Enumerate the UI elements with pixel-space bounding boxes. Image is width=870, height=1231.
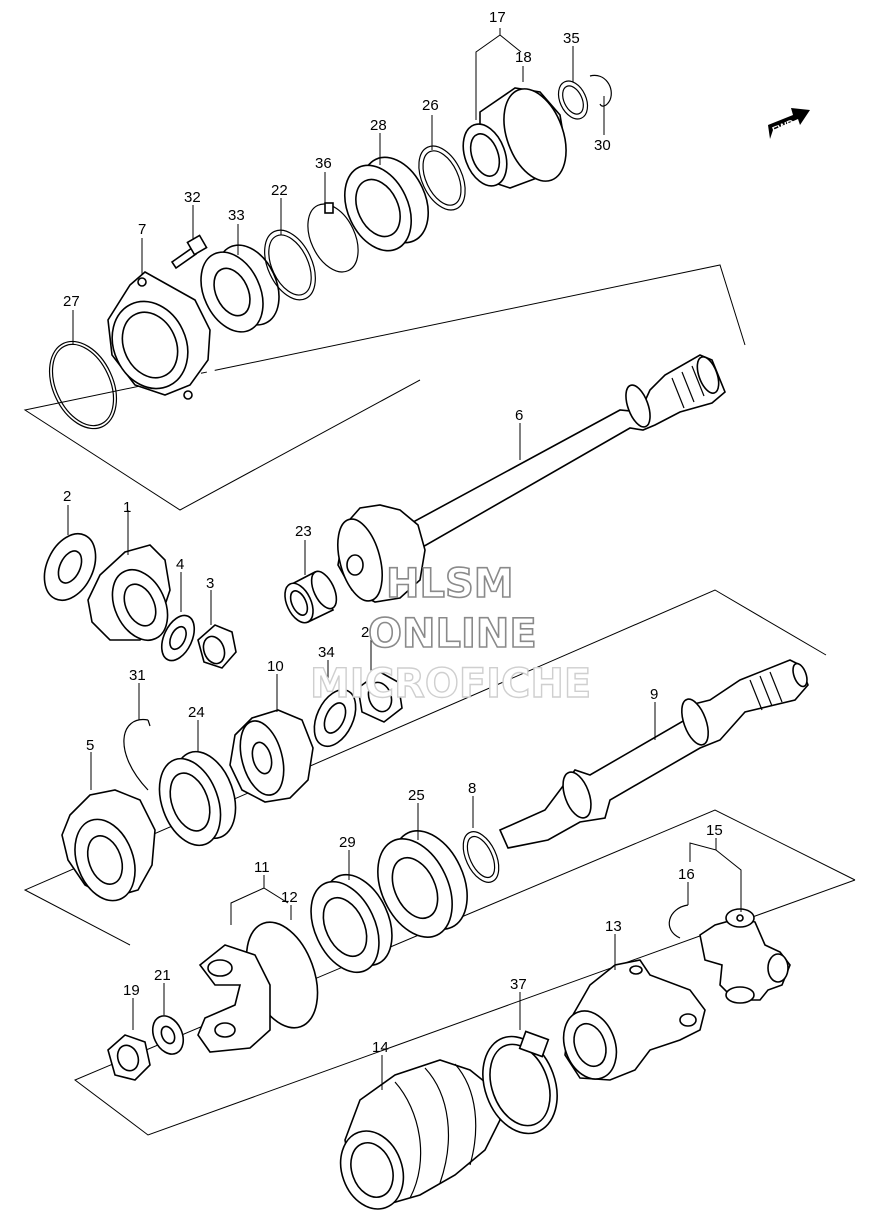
callout-1: 1 xyxy=(123,499,131,516)
part-34-washer xyxy=(313,688,357,748)
part-26-shim xyxy=(418,145,466,211)
callout-2: 2 xyxy=(63,488,71,505)
part-25-bearing xyxy=(377,830,468,938)
panel-middle xyxy=(23,589,827,946)
part-15-cross xyxy=(699,908,791,1004)
callout-17: 17 xyxy=(489,9,506,26)
callout-30: 30 xyxy=(594,137,611,154)
callout-13: 13 xyxy=(605,918,622,935)
part-21-washer xyxy=(151,1015,185,1055)
part-32-bolt xyxy=(170,234,208,270)
callout-9: 9 xyxy=(650,686,658,703)
part-28-bearing xyxy=(344,156,429,252)
part-18-bearing-case xyxy=(462,87,567,189)
watermark-line-1: HLSM xyxy=(386,561,514,607)
part-6-pinion-gear xyxy=(337,504,426,603)
callout-37: 37 xyxy=(510,976,527,993)
callout-26: 26 xyxy=(422,97,439,114)
callout-14: 14 xyxy=(372,1039,389,1056)
callout-35: 35 xyxy=(563,30,580,47)
part-19-nut xyxy=(107,1034,151,1081)
part-5-bevel-gear xyxy=(61,789,156,902)
part-9-shaft xyxy=(498,659,809,849)
part-30-snap-ring xyxy=(589,74,612,107)
callout-16: 16 xyxy=(678,866,695,883)
part-22-shim xyxy=(264,229,316,301)
callout-6: 6 xyxy=(515,407,523,424)
part-27-o-ring xyxy=(48,340,118,430)
leader-lines xyxy=(67,28,742,1090)
callout-22: 22 xyxy=(271,182,288,199)
part-8-shim xyxy=(462,831,500,883)
svg-text:FWD: FWD xyxy=(771,118,796,137)
part-23-bushing xyxy=(284,570,338,624)
fwd-arrow-icon: FWD xyxy=(768,108,810,139)
callout-33: 33 xyxy=(228,207,245,224)
part-6-shaft xyxy=(378,354,726,561)
part-12-yoke xyxy=(197,921,319,1053)
part-4-washer xyxy=(160,614,196,662)
part-20-nut xyxy=(357,671,403,723)
part-3-nut xyxy=(197,624,237,669)
callout-19: 19 xyxy=(123,982,140,999)
callout-31: 31 xyxy=(129,667,146,684)
part-7-bearing-housing xyxy=(107,271,211,400)
callout-25: 25 xyxy=(408,787,425,804)
callout-32: 32 xyxy=(184,189,201,206)
panel-upper xyxy=(23,264,746,511)
callout-11: 11 xyxy=(254,859,270,876)
part-16-clip xyxy=(668,904,689,939)
callout-15: 15 xyxy=(706,822,723,839)
part-31-snap-ring xyxy=(123,719,151,791)
part-10-gear xyxy=(229,709,314,803)
callout-7: 7 xyxy=(138,221,146,238)
callout-23: 23 xyxy=(295,523,312,540)
callout-10: 10 xyxy=(267,658,284,675)
callout-27: 27 xyxy=(63,293,80,310)
callout-20: 20 xyxy=(361,624,378,641)
callout-28: 28 xyxy=(370,117,387,134)
part-14-boot xyxy=(339,1059,501,1210)
watermark: HLSM ONLINE MICROFICHE xyxy=(309,560,592,708)
callout-8: 8 xyxy=(468,780,476,797)
part-13-yoke xyxy=(562,959,706,1081)
callout-4: 4 xyxy=(176,556,184,573)
callout-5: 5 xyxy=(86,737,94,754)
watermark-line-3: MICROFICHE xyxy=(310,661,591,707)
callout-12: 12 xyxy=(281,889,298,906)
part-33-bearing xyxy=(200,244,280,333)
watermark-line-2: ONLINE xyxy=(368,611,537,657)
callout-3: 3 xyxy=(206,575,214,592)
part-29-seal xyxy=(310,873,393,974)
part-37-clamp xyxy=(482,1030,558,1135)
callout-34: 34 xyxy=(318,644,335,661)
callout-18: 18 xyxy=(515,49,532,66)
part-2-washer xyxy=(43,533,97,601)
callout-21: 21 xyxy=(154,967,171,984)
part-1-bevel-gear xyxy=(87,544,171,641)
part-35-ring xyxy=(557,80,589,120)
callout-labels: 17 18 35 30 26 28 36 22 32 33 7 27 6 2 1… xyxy=(63,9,723,1056)
callout-24: 24 xyxy=(188,704,205,721)
callout-36: 36 xyxy=(315,155,332,172)
part-24-bearing xyxy=(158,750,237,847)
callout-29: 29 xyxy=(339,834,356,851)
panel-lower xyxy=(74,809,856,1136)
